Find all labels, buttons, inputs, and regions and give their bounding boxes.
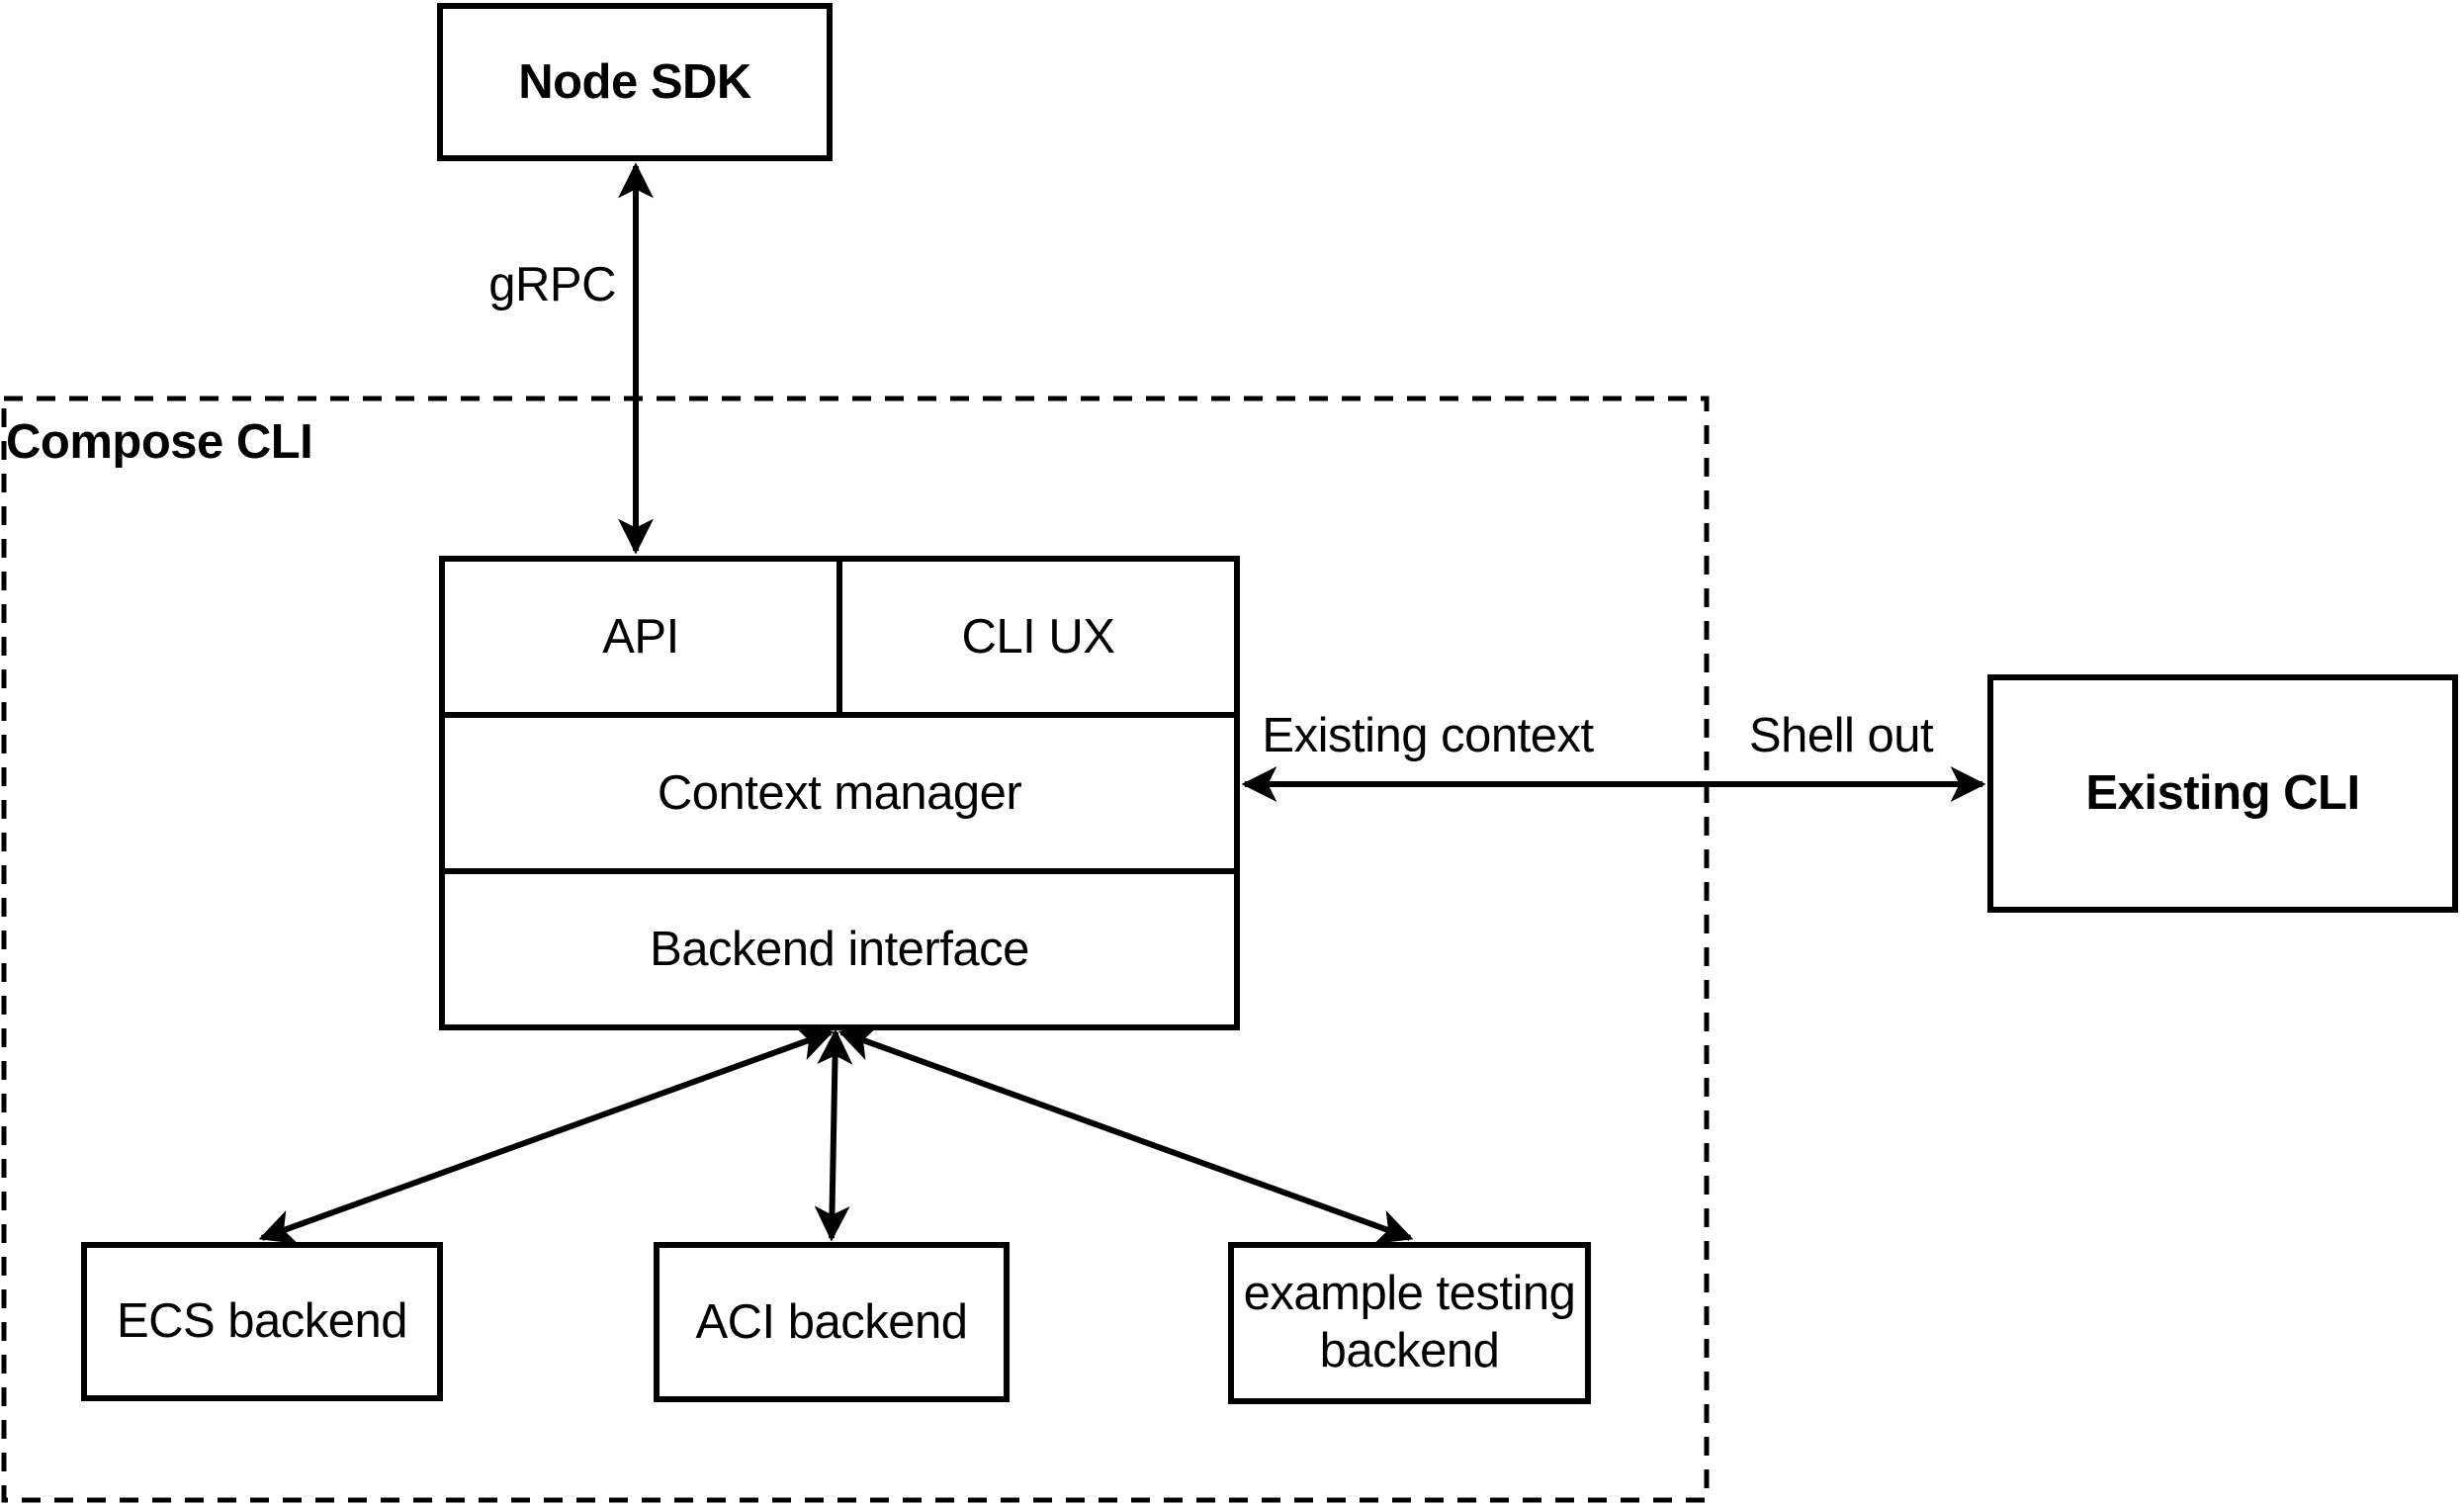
cli-ux-label: CLI UX: [961, 609, 1115, 664]
api-cliux-row: API CLI UX: [445, 562, 1234, 712]
existing-context-edge-label: Existing context: [1262, 709, 1594, 762]
aci-backend-box: ACI backend: [654, 1242, 1010, 1402]
cli-ux-cell: CLI UX: [842, 562, 1234, 712]
shell-out-edge-label: Shell out: [1748, 709, 1934, 762]
example-testing-backend-label: example testing backend: [1243, 1267, 1576, 1377]
compose-core-box: API CLI UX Context manager Backend inter…: [439, 556, 1240, 1030]
node-sdk-box: Node SDK: [437, 3, 833, 161]
aci-backend-arrow: [814, 1028, 853, 1242]
aci-backend-label: ACI backend: [695, 1294, 968, 1349]
backend-interface-cell: Backend interface: [445, 868, 1234, 1024]
example-backend-arrow: [837, 1026, 1414, 1244]
backend-interface-label: Backend interface: [650, 922, 1029, 976]
grpc-edge-label: gRPC: [488, 258, 616, 311]
api-label: API: [602, 609, 679, 664]
ecs-backend-label: ECS backend: [116, 1294, 408, 1349]
ecs-backend-arrow: [258, 1026, 835, 1244]
existing-cli-box: Existing CLI: [1987, 674, 2458, 913]
example-testing-backend-box: example testing backend: [1228, 1242, 1591, 1404]
compose-cli-group-label: Compose CLI: [6, 415, 313, 469]
existing-cli-label: Existing CLI: [2085, 766, 2360, 821]
context-manager-cell: Context manager: [445, 712, 1234, 868]
node-sdk-label: Node SDK: [518, 54, 751, 109]
api-cell: API: [445, 562, 842, 712]
ecs-backend-box: ECS backend: [81, 1242, 443, 1401]
context-manager-label: Context manager: [657, 765, 1022, 820]
